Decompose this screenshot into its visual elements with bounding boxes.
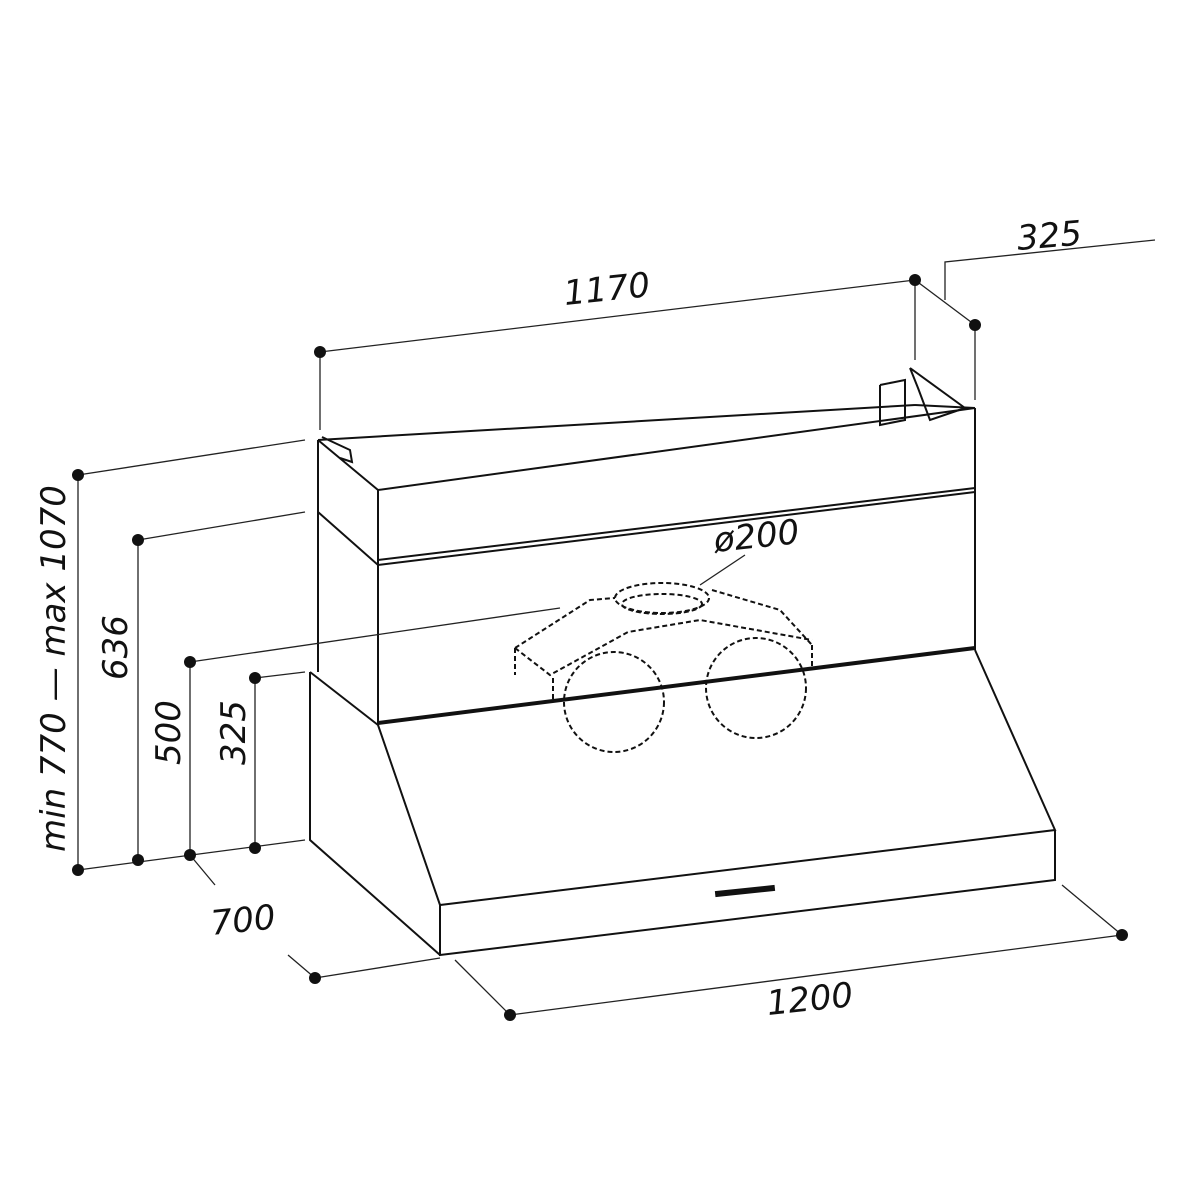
label-total-height: min 770 — max 1070 [34,485,74,852]
dimension-dots [72,274,1128,1021]
label-duct-diameter: ø200 [711,512,801,561]
label-500: 500 [149,700,189,765]
label-325-height: 325 [214,700,254,765]
control-panel [714,884,776,898]
dimension-labels: 1170 325 ø200 min 770 — max 1070 636 500… [34,213,1083,1023]
label-1200: 1200 [765,975,855,1024]
label-1170: 1170 [562,265,652,314]
label-325-depth: 325 [1015,213,1083,259]
label-700: 700 [209,897,278,944]
label-636: 636 [96,615,136,680]
motor-hidden-lines [514,582,813,753]
hood-outline [309,367,1057,957]
dimension-lines [72,239,1156,1021]
